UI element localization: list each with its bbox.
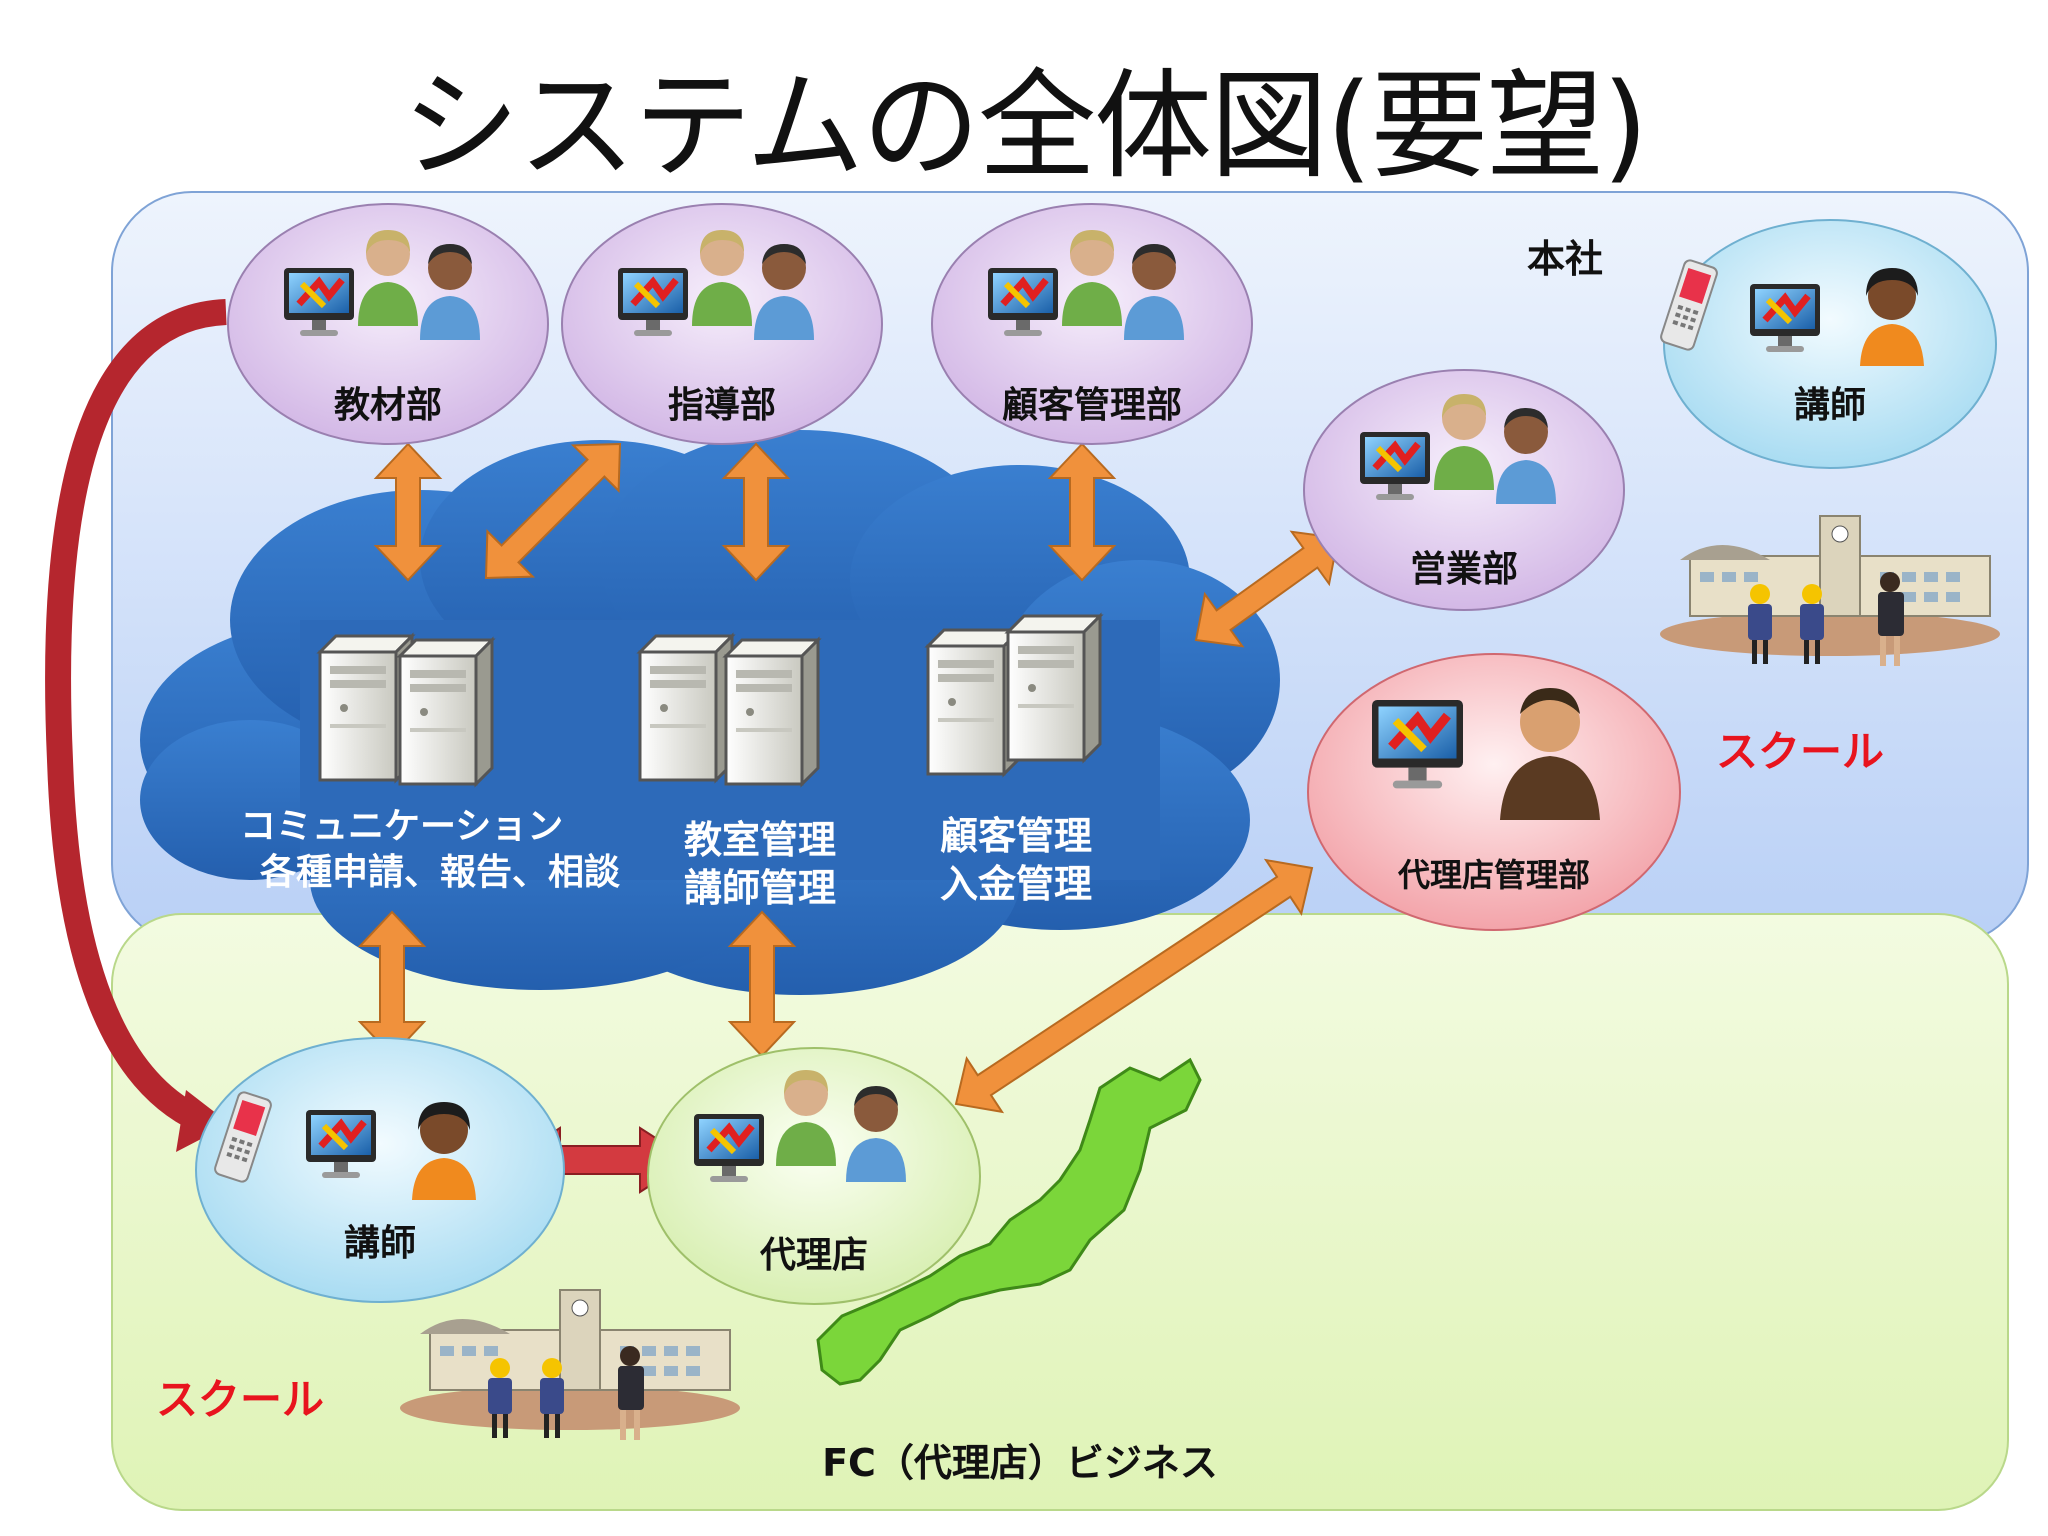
- teacher-label-fc: 講師: [343, 1223, 416, 1264]
- dept-bubble-kyozai: [227, 203, 549, 445]
- page-title: システムの全体図(要望): [401, 57, 1649, 195]
- teacher-label-hq: 講師: [1793, 385, 1866, 426]
- agency-bubble: [647, 1047, 981, 1305]
- dept-label-kokyaku: 顧客管理部: [1001, 385, 1182, 426]
- hq-zone-label: 本社: [1526, 237, 1603, 281]
- agency-mgmt-label: 代理店管理部: [1397, 856, 1590, 894]
- cloud-label-line: 講師管理: [683, 866, 836, 910]
- cloud-label-customer: 顧客管理 入金管理: [916, 812, 1116, 908]
- cloud-label-classroom: 教室管理 講師管理: [660, 816, 860, 912]
- orange-double-arrow: [1194, 530, 1340, 648]
- school-label-hq: スクール: [1715, 727, 1884, 776]
- cloud-label-line: 各種申請、報告、相談: [259, 852, 620, 893]
- teacher-bubble-hq: [1658, 219, 1997, 469]
- fc-zone-label: FC（代理店）ビジネス: [822, 1441, 1218, 1485]
- dept-bubble-shido: [561, 203, 883, 445]
- japan-map-icon: [816, 1057, 1202, 1386]
- dept-label-kyozai: 教材部: [333, 385, 442, 426]
- businessman-icon: [1500, 688, 1600, 820]
- orange-double-arrow: [721, 442, 791, 582]
- cloud-label-line: 顧客管理: [939, 814, 1092, 858]
- dept-bubble-eigyo: [1303, 369, 1625, 611]
- orange-double-arrow: [1047, 442, 1117, 582]
- server-icon: [318, 614, 1102, 786]
- cloud-label-communication: コミュニケーション 各種申請、報告、相談: [240, 804, 640, 896]
- orange-double-arrow: [373, 442, 443, 582]
- dept-bubble-kokyaku: [931, 203, 1253, 445]
- cloud-label-line: 教室管理: [683, 818, 836, 862]
- school-label-fc: スクール: [155, 1375, 324, 1424]
- cloud-label-line: コミュニケーション: [240, 806, 564, 847]
- orange-double-arrow: [954, 858, 1314, 1114]
- cloud-label-line: 入金管理: [939, 862, 1092, 906]
- teacher-bubble-fc: [195, 1037, 565, 1303]
- red-curve-arrow: [45, 299, 227, 1132]
- orange-double-arrow: [484, 442, 622, 580]
- connection-arrows: [357, 442, 1340, 1114]
- agency-label: 代理店: [759, 1235, 868, 1276]
- dept-label-eigyo: 営業部: [1409, 549, 1518, 590]
- agency-mgmt-bubble: [1307, 653, 1681, 931]
- dept-label-shido: 指導部: [667, 385, 776, 426]
